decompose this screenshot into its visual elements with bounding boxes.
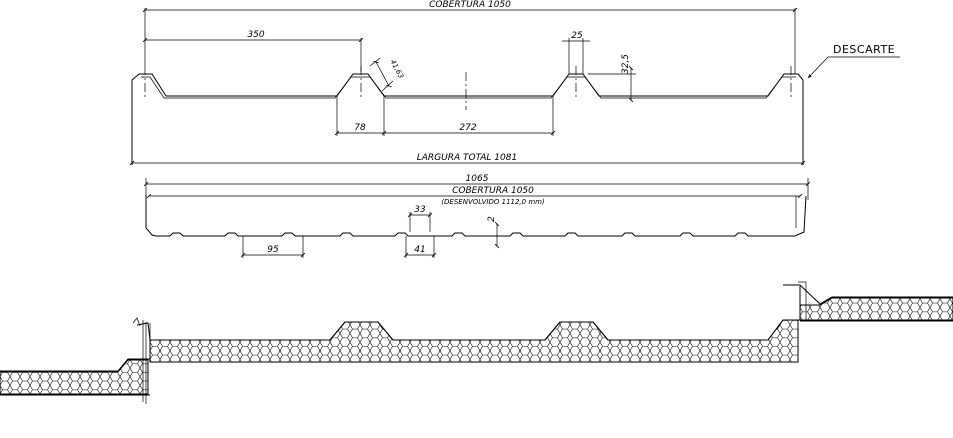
dim-350: 350: [247, 30, 264, 40]
total-width-label: LARGURA TOTAL 1081: [417, 153, 517, 163]
developed-length-label: (DESENVOLVIDO 1112,0 mm): [441, 198, 545, 206]
left-panel-hook: [142, 320, 147, 404]
bottom-coverage-label: COBERTURA 1050: [452, 186, 534, 196]
dim-line: [336, 96, 554, 136]
dim-line: [145, 178, 809, 200]
bottom-profile-sheet: [145, 195, 807, 237]
dim-line: [568, 38, 584, 74]
dim-line: [588, 73, 636, 97]
right-panel-hook: [798, 281, 807, 320]
dim-1065: 1065: [466, 174, 489, 184]
discard-label: DESCARTE: [833, 43, 895, 56]
dim-25: 25: [571, 31, 583, 41]
main-panel-top-sheet: [136, 286, 801, 341]
dim-95: 95: [267, 245, 279, 255]
top-profile: COBERTURA 1050 350 25 32,5 41,63 78 272 …: [129, 0, 900, 166]
sandwich-panel-assembly: [0, 281, 953, 404]
bottom-profile: 1065 COBERTURA 1050 (DESENVOLVIDO 1112,0…: [143, 174, 811, 258]
dim-32-5: 32,5: [621, 54, 631, 74]
top-profile-sheet: [131, 73, 804, 97]
right-panel-sheet: [783, 284, 953, 305]
dim-272: 272: [459, 123, 476, 133]
left-panel-core: [0, 359, 149, 395]
dim-41: 41: [414, 245, 425, 255]
dim-78: 78: [354, 123, 366, 133]
top-coverage-label: COBERTURA 1050: [429, 0, 511, 10]
dim-line: [144, 8, 796, 74]
dim-41-63: 41,63: [389, 58, 405, 79]
dim-33: 33: [414, 205, 426, 215]
main-panel-core: [149, 319, 799, 363]
top-profile-sheet-inner: [141, 76, 796, 99]
discard-leader: [807, 56, 900, 79]
left-panel-sheet: [0, 358, 150, 372]
dim-2: 2: [487, 216, 497, 222]
main-panel-hook: [132, 317, 141, 327]
right-panel-core: [799, 297, 953, 321]
dim-line: [373, 60, 392, 88]
